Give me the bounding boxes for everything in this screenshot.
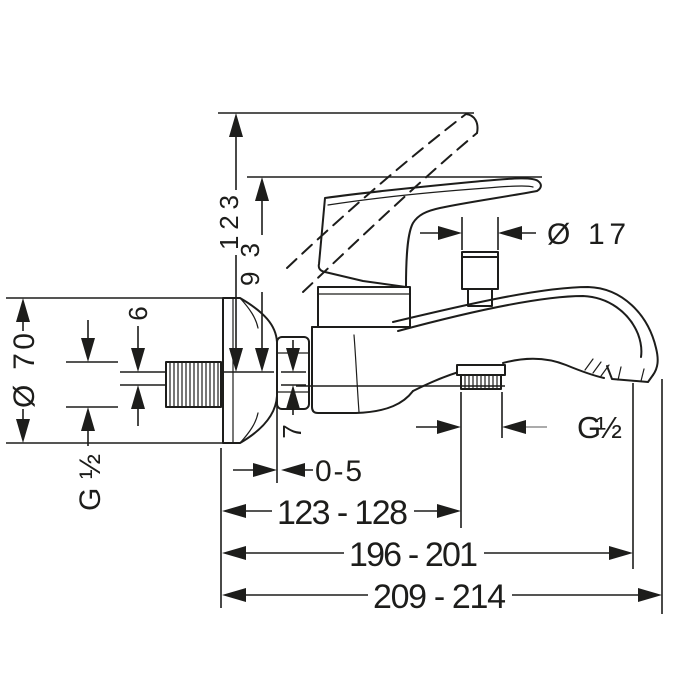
arrow-up-icon	[286, 385, 300, 409]
arrow-right-icon	[437, 504, 461, 518]
arrow-down-icon	[16, 419, 30, 443]
extension-lines	[6, 112, 663, 614]
dim-label-spout-height: 93	[235, 242, 265, 286]
dim-wall-to-aerator: 196 - 201	[222, 536, 633, 574]
faucet-drawing	[165, 113, 659, 444]
faucet-body	[311, 326, 414, 414]
dim-inlet-thread: G ½	[74, 320, 107, 511]
dim-centre-offset: 7	[277, 340, 307, 439]
dim-label-wall-to-aerator: 196 - 201	[349, 536, 479, 574]
arrow-left-icon	[222, 546, 246, 560]
arrow-down-icon	[131, 348, 145, 372]
dim-label-total-height: 123	[214, 194, 244, 250]
arrow-left-icon	[222, 504, 246, 518]
arrow-left-icon	[502, 420, 526, 434]
arrow-down-icon	[81, 338, 95, 362]
dim-escutcheon-diameter: Ø 70	[8, 298, 41, 443]
dim-label-escutcheon-adjustment: 6	[123, 305, 153, 320]
handle-base	[317, 286, 411, 328]
arrow-right-icon	[609, 546, 633, 560]
escutcheon	[222, 297, 278, 444]
dim-label-installation-tolerance: 0-5	[315, 455, 363, 488]
arrow-left-icon	[281, 463, 305, 477]
lever-handle-raised-position	[286, 113, 479, 293]
dimension-annotations: 123 93 Ø 17 Ø 70 6	[6, 112, 663, 616]
arrow-up-icon	[81, 407, 95, 431]
arrow-left-icon	[498, 226, 522, 240]
arrow-up-icon	[255, 177, 269, 201]
dim-knob-diameter: Ø 17	[420, 218, 627, 251]
arrow-left-icon	[222, 588, 246, 602]
arrow-right-icon	[638, 588, 662, 602]
dim-shower-outlet-thread: G ½	[416, 410, 623, 445]
dim-label-knob-diameter: Ø 17	[547, 218, 627, 251]
dim-label-wall-to-shower-outlet: 123 - 128	[277, 494, 409, 532]
dim-label-escutcheon-diameter: Ø 70	[8, 332, 41, 408]
dim-total-height: 123	[214, 113, 244, 372]
arrow-right-icon	[438, 226, 462, 240]
dim-wall-to-shower-outlet: 123 - 128	[222, 494, 461, 532]
aerator	[584, 358, 654, 383]
arrow-up-icon	[16, 298, 30, 322]
dim-label-shower-outlet-thread: G ½	[577, 410, 623, 445]
dim-label-wall-to-spout-tip: 209 - 214	[373, 578, 507, 616]
spout	[392, 286, 659, 392]
diverter-knob	[461, 251, 499, 307]
inlet-thread-pipe	[165, 361, 222, 408]
arrow-down-icon	[286, 348, 300, 372]
arrow-right-icon	[253, 463, 277, 477]
arrow-up-icon	[131, 385, 145, 409]
dim-label-inlet-thread: G ½	[74, 453, 107, 511]
dim-wall-to-spout-tip: 209 - 214	[222, 578, 662, 616]
arrow-down-icon	[255, 348, 269, 372]
arrow-up-icon	[229, 113, 243, 137]
dim-installation-tolerance: 0-5	[233, 455, 363, 488]
dim-label-centre-offset: 7	[277, 423, 307, 438]
arrow-right-icon	[437, 420, 461, 434]
dim-escutcheon-adjustment: 6	[123, 305, 153, 426]
arrow-down-icon	[229, 348, 243, 372]
